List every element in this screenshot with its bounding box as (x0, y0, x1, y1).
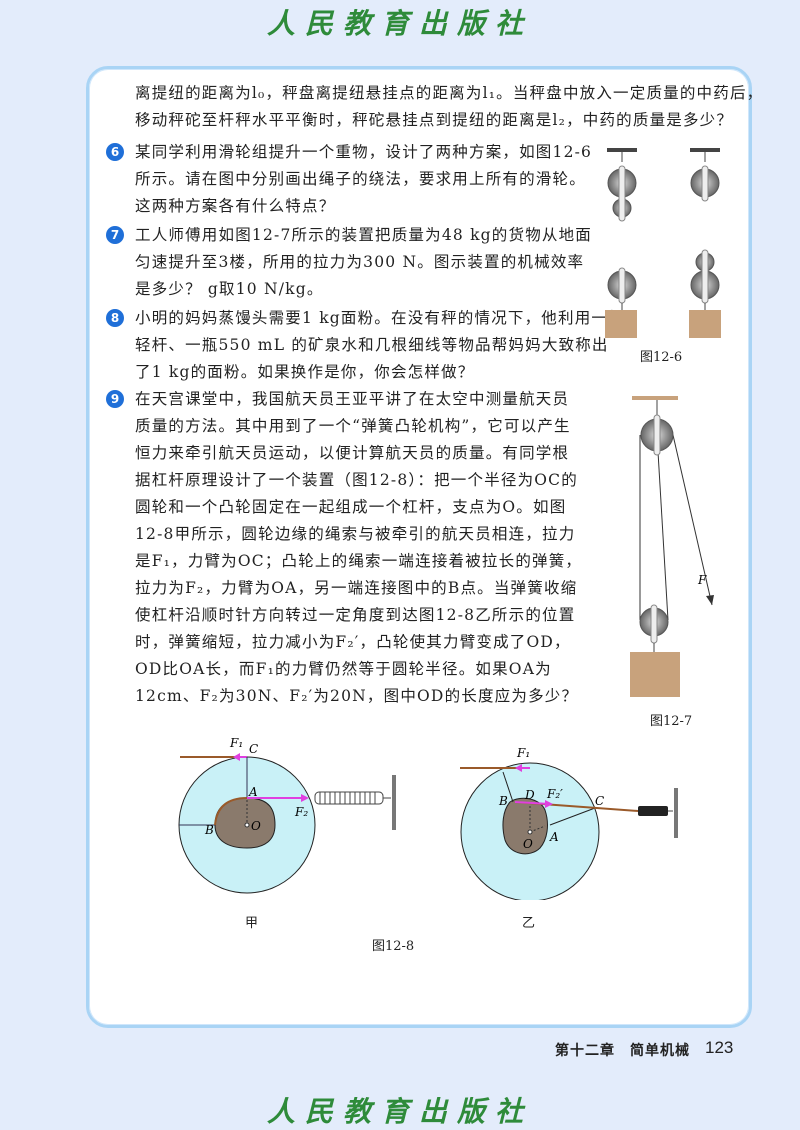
question-9-line: 使杠杆沿顺时针方向转过一定角度到达图12-8乙所示的位置 (135, 606, 576, 624)
figure-12-7-pulley-system: F (630, 396, 714, 697)
figure-12-6-pulleys (605, 148, 721, 338)
chapter-title: 第十二章 简单机械 (555, 1043, 690, 1059)
question-9-line: 时，弹簧缩短，拉力减小为F₂′，凸轮使其力臂变成了OD， (135, 633, 571, 651)
figure-12-8-caption: 图12-8 (372, 939, 415, 954)
label-F1: F₁ (516, 746, 530, 760)
question-9-line: 12-8甲所示，圆轮边缘的绳索与被牵引的航天员相连，拉力 (135, 525, 576, 543)
figure-12-6-caption: 图12-6 (640, 350, 683, 365)
question-6-line: 这两种方案各有什么特点？ (135, 197, 336, 215)
question-9-line: OD比OA长，而F₁的力臂仍然等于圆轮半径。如果OA为 (135, 660, 552, 678)
question-8-line: 轻杆、一瓶550 mL 的矿泉水和几根细线等物品帮妈妈大致称出 (135, 336, 609, 354)
label-O: O (523, 837, 533, 851)
question-6-line: 某同学利用滑轮组提升一个重物，设计了两种方案，如图12-6 (135, 143, 593, 161)
publisher-logo-bottom: 人民教育出版社 (266, 1095, 533, 1128)
label-F2-prime: F₂′ (546, 787, 563, 801)
label-C: C (595, 794, 604, 808)
label-O: O (251, 819, 261, 833)
question-8-line: 小明的妈妈蒸馒头需要1 kg面粉。在没有秤的情况下，他利用一根 (135, 309, 625, 327)
question-8-line: 了1 kg的面粉。如果换作是你，你会怎样做？ (135, 363, 475, 381)
text-line: 移动秤砣至杆秤水平平衡时，秤砣悬挂点到提纽的距离是l₂，中药的质量是多少？ (135, 111, 734, 129)
label-F1: F₁ (229, 736, 243, 750)
figure-12-8-right-caption: 乙 (522, 916, 536, 931)
label-B: B (204, 823, 214, 837)
question-9-line: 质量的方法。其中用到了一个“弹簧凸轮机构”，它可以产生 (135, 417, 571, 435)
question-7-line: 是多少？ g取10 N/kg。 (135, 280, 324, 298)
question-9-line: 恒力来牵引航天员运动，以便计算航天员的质量。有同学根 (135, 444, 570, 462)
label-A: A (549, 830, 559, 844)
question-number-badge: 7 (106, 226, 124, 244)
page-number: 123 (705, 1038, 734, 1057)
question-number-badge: 8 (106, 309, 124, 327)
label-D: D (524, 788, 535, 802)
question-9-line: 在天宫课堂中，我国航天员王亚平讲了在太空中测量航天员 (135, 390, 570, 408)
question-7-line: 工人师傅用如图12-7所示的装置把质量为48 kg的货物从地面 (135, 226, 592, 244)
force-label: F (697, 573, 707, 587)
figure-12-8-left-diagram: F₁ C A F₂ B O (178, 736, 396, 894)
question-number-badge: 6 (106, 143, 124, 161)
question-9-line: 据杠杆原理设计了一个装置（图12-8）：把一个半径为OC的 (135, 471, 578, 489)
label-B: B (498, 794, 508, 808)
question-9-line: 是F₁，力臂为OC；凸轮上的绳索一端连接着被拉长的弹簧， (135, 552, 583, 570)
label-C: C (249, 742, 258, 756)
figure-12-8-left-caption: 甲 (245, 916, 259, 931)
figure-12-8-right-diagram: F₁ B D F₂′ C A O (460, 746, 678, 900)
label-F2: F₂ (294, 805, 308, 819)
question-9-line: 拉力为F₂，力臂为OA，另一端连接图中的B点。当弹簧收缩 (135, 579, 578, 597)
publisher-logo-top: 人民教育出版社 (266, 7, 533, 40)
text-line: 离提纽的距离为l₀，秤盘离提纽悬挂点的距离为l₁。当秤盘中放入一定质量的中药后， (135, 84, 764, 102)
question-9-line: 12cm、F₂为30N、F₂′为20N，图中OD的长度应为多少？ (135, 687, 579, 705)
question-7-line: 匀速提升至3楼，所用的拉力为300 N。图示装置的机械效率 (135, 253, 585, 271)
question-9-line: 圆轮和一个凸轮固定在一起组成一个杠杆，支点为O。如图 (135, 498, 567, 516)
label-A: A (248, 785, 258, 799)
figure-12-7-caption: 图12-7 (650, 714, 693, 729)
question-6-line: 所示。请在图中分别画出绳子的绕法，要求用上所有的滑轮。 (135, 170, 586, 188)
question-number-badge: 9 (106, 390, 124, 408)
